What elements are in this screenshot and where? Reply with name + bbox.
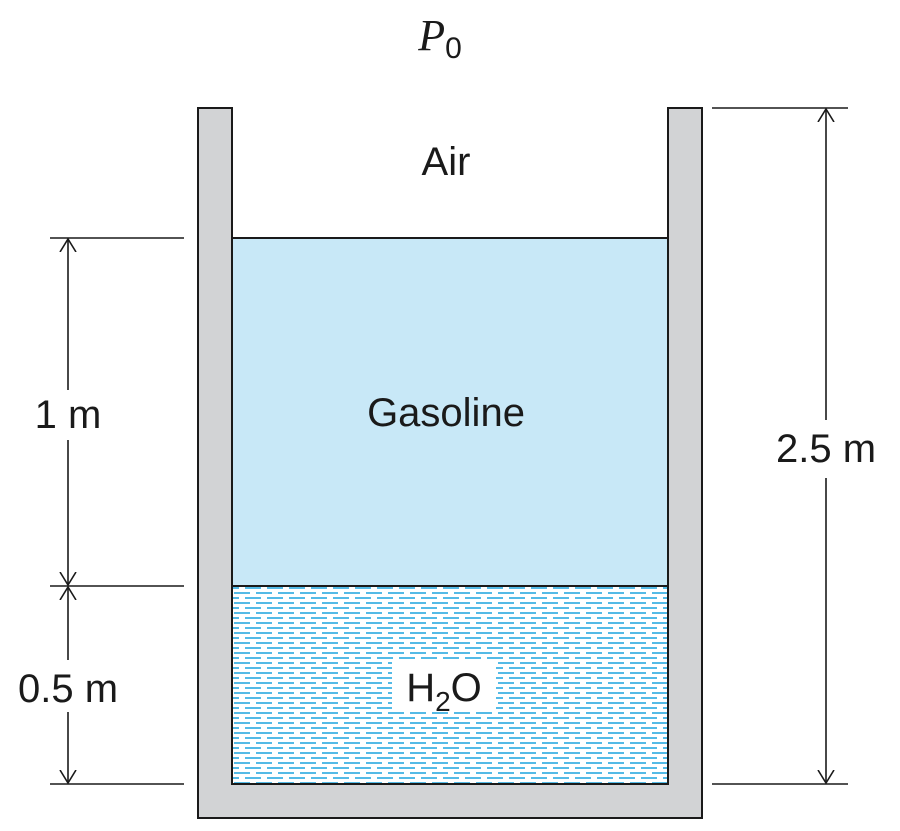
water-label: H2O	[406, 666, 482, 717]
dimension-label-water: 0.5 m	[18, 667, 118, 711]
air-label: Air	[422, 140, 471, 184]
water-label-backing	[392, 660, 496, 712]
gasoline-layer	[231, 237, 669, 587]
tank-wall	[197, 107, 703, 819]
dimension-label-gasoline: 1 m	[35, 393, 102, 437]
dimension-label-tank: 2.5 m	[776, 427, 876, 471]
gasoline-label: Gasoline	[367, 391, 525, 435]
pressure-label: P0	[417, 11, 462, 65]
